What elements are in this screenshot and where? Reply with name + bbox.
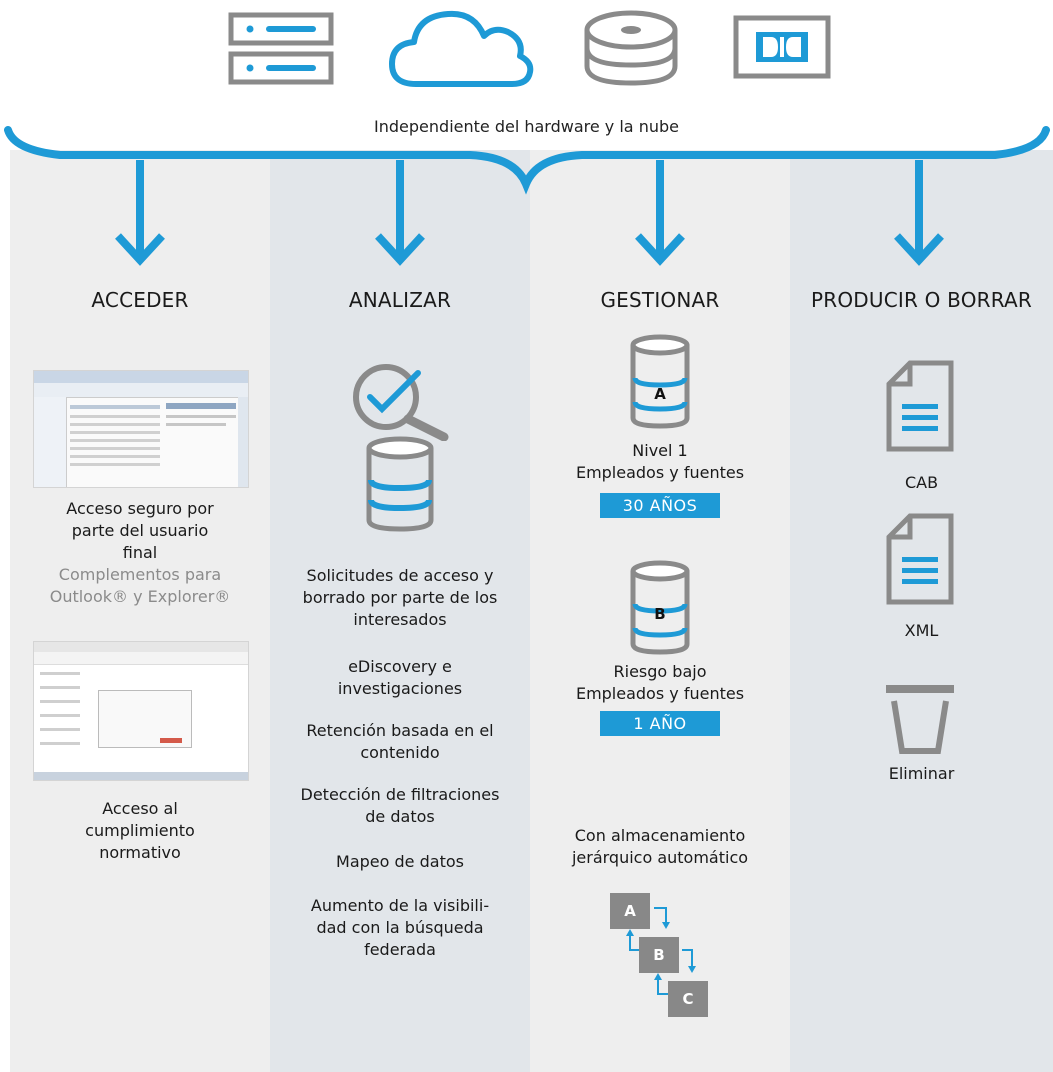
secure-access-line: Acceso seguro por — [66, 499, 214, 518]
document-icon — [886, 360, 954, 452]
arrow-down-icon — [115, 160, 165, 266]
column-analizar — [270, 150, 530, 1072]
column-producir — [790, 150, 1053, 1072]
analysis-item-retention: Retención basada en el contenido — [306, 721, 494, 762]
plugins-line: Complementos para — [58, 565, 222, 584]
hsm-label: Con almacenamiento jerárquico automático — [571, 826, 749, 867]
cloud-icon — [389, 10, 534, 87]
format-xml-label: XML — [904, 621, 939, 640]
analysis-item-leak-detection: Detección de filtraciones de datos — [300, 785, 500, 826]
hardware-cloud-label: Independiente del hardware y la nube — [374, 117, 679, 136]
tier-letter: B — [654, 605, 666, 623]
column-title-producir: PRODUCIR O BORRAR — [810, 288, 1033, 312]
arrow-down-icon — [375, 160, 425, 266]
compliance-screenshot — [33, 641, 249, 781]
analysis-item-access-requests: Solicitudes de acceso y borrado por part… — [302, 566, 498, 629]
magnifier-check-icon — [353, 364, 449, 441]
compliance-line: normativo — [99, 843, 181, 862]
dolby-icon — [733, 15, 831, 79]
database-tier-icon — [630, 334, 690, 429]
tier-2-retention-badge: 1 AÑO — [600, 711, 720, 736]
compliance-line: Acceso al — [102, 799, 178, 818]
compliance-access-text: Acceso al cumplimiento normativo — [20, 798, 260, 864]
tier-2-sources: Empleados y fuentes — [575, 684, 745, 703]
outlook-screenshot — [33, 370, 249, 488]
column-title-acceder: ACCEDER — [91, 288, 189, 312]
trash-icon — [886, 685, 954, 754]
secure-access-line: parte del usuario — [71, 521, 209, 540]
column-title-analizar: ANALIZAR — [348, 288, 452, 312]
hsm-tier-c: C — [668, 981, 708, 1017]
analysis-item-federated-search: Aumento de la visibili- dad con la búsqu… — [310, 896, 490, 959]
column-acceder — [10, 150, 270, 1072]
secure-access-line: final — [122, 543, 158, 562]
tier-letter: A — [654, 385, 666, 403]
delete-label: Eliminar — [888, 764, 955, 783]
disk-icon — [584, 10, 678, 86]
compliance-line: cumplimiento — [85, 821, 195, 840]
format-cab-label: CAB — [904, 473, 939, 492]
curly-brace — [4, 126, 1050, 195]
arrow-down-icon — [894, 160, 944, 266]
hsm-tier-b: B — [639, 937, 679, 973]
analysis-item-ediscovery: eDiscovery e investigaciones — [337, 657, 463, 698]
analysis-item-data-mapping: Mapeo de datos — [336, 852, 464, 871]
tier-1-retention-badge: 30 AÑOS — [600, 493, 720, 518]
arrow-down-icon — [635, 160, 685, 266]
server-icon — [228, 12, 334, 85]
tier-2-name: Riesgo bajo — [613, 662, 707, 681]
database-icon — [366, 436, 434, 532]
tier-1-name: Nivel 1 — [632, 441, 688, 460]
secure-access-text: Acceso seguro por parte del usuario fina… — [20, 498, 260, 608]
tier-1-sources: Empleados y fuentes — [575, 463, 745, 482]
document-icon — [886, 513, 954, 605]
database-tier-icon — [630, 560, 690, 655]
column-title-gestionar: GESTIONAR — [600, 288, 720, 312]
plugins-line: Outlook® y Explorer® — [49, 587, 231, 606]
hsm-tier-a: A — [610, 893, 650, 929]
